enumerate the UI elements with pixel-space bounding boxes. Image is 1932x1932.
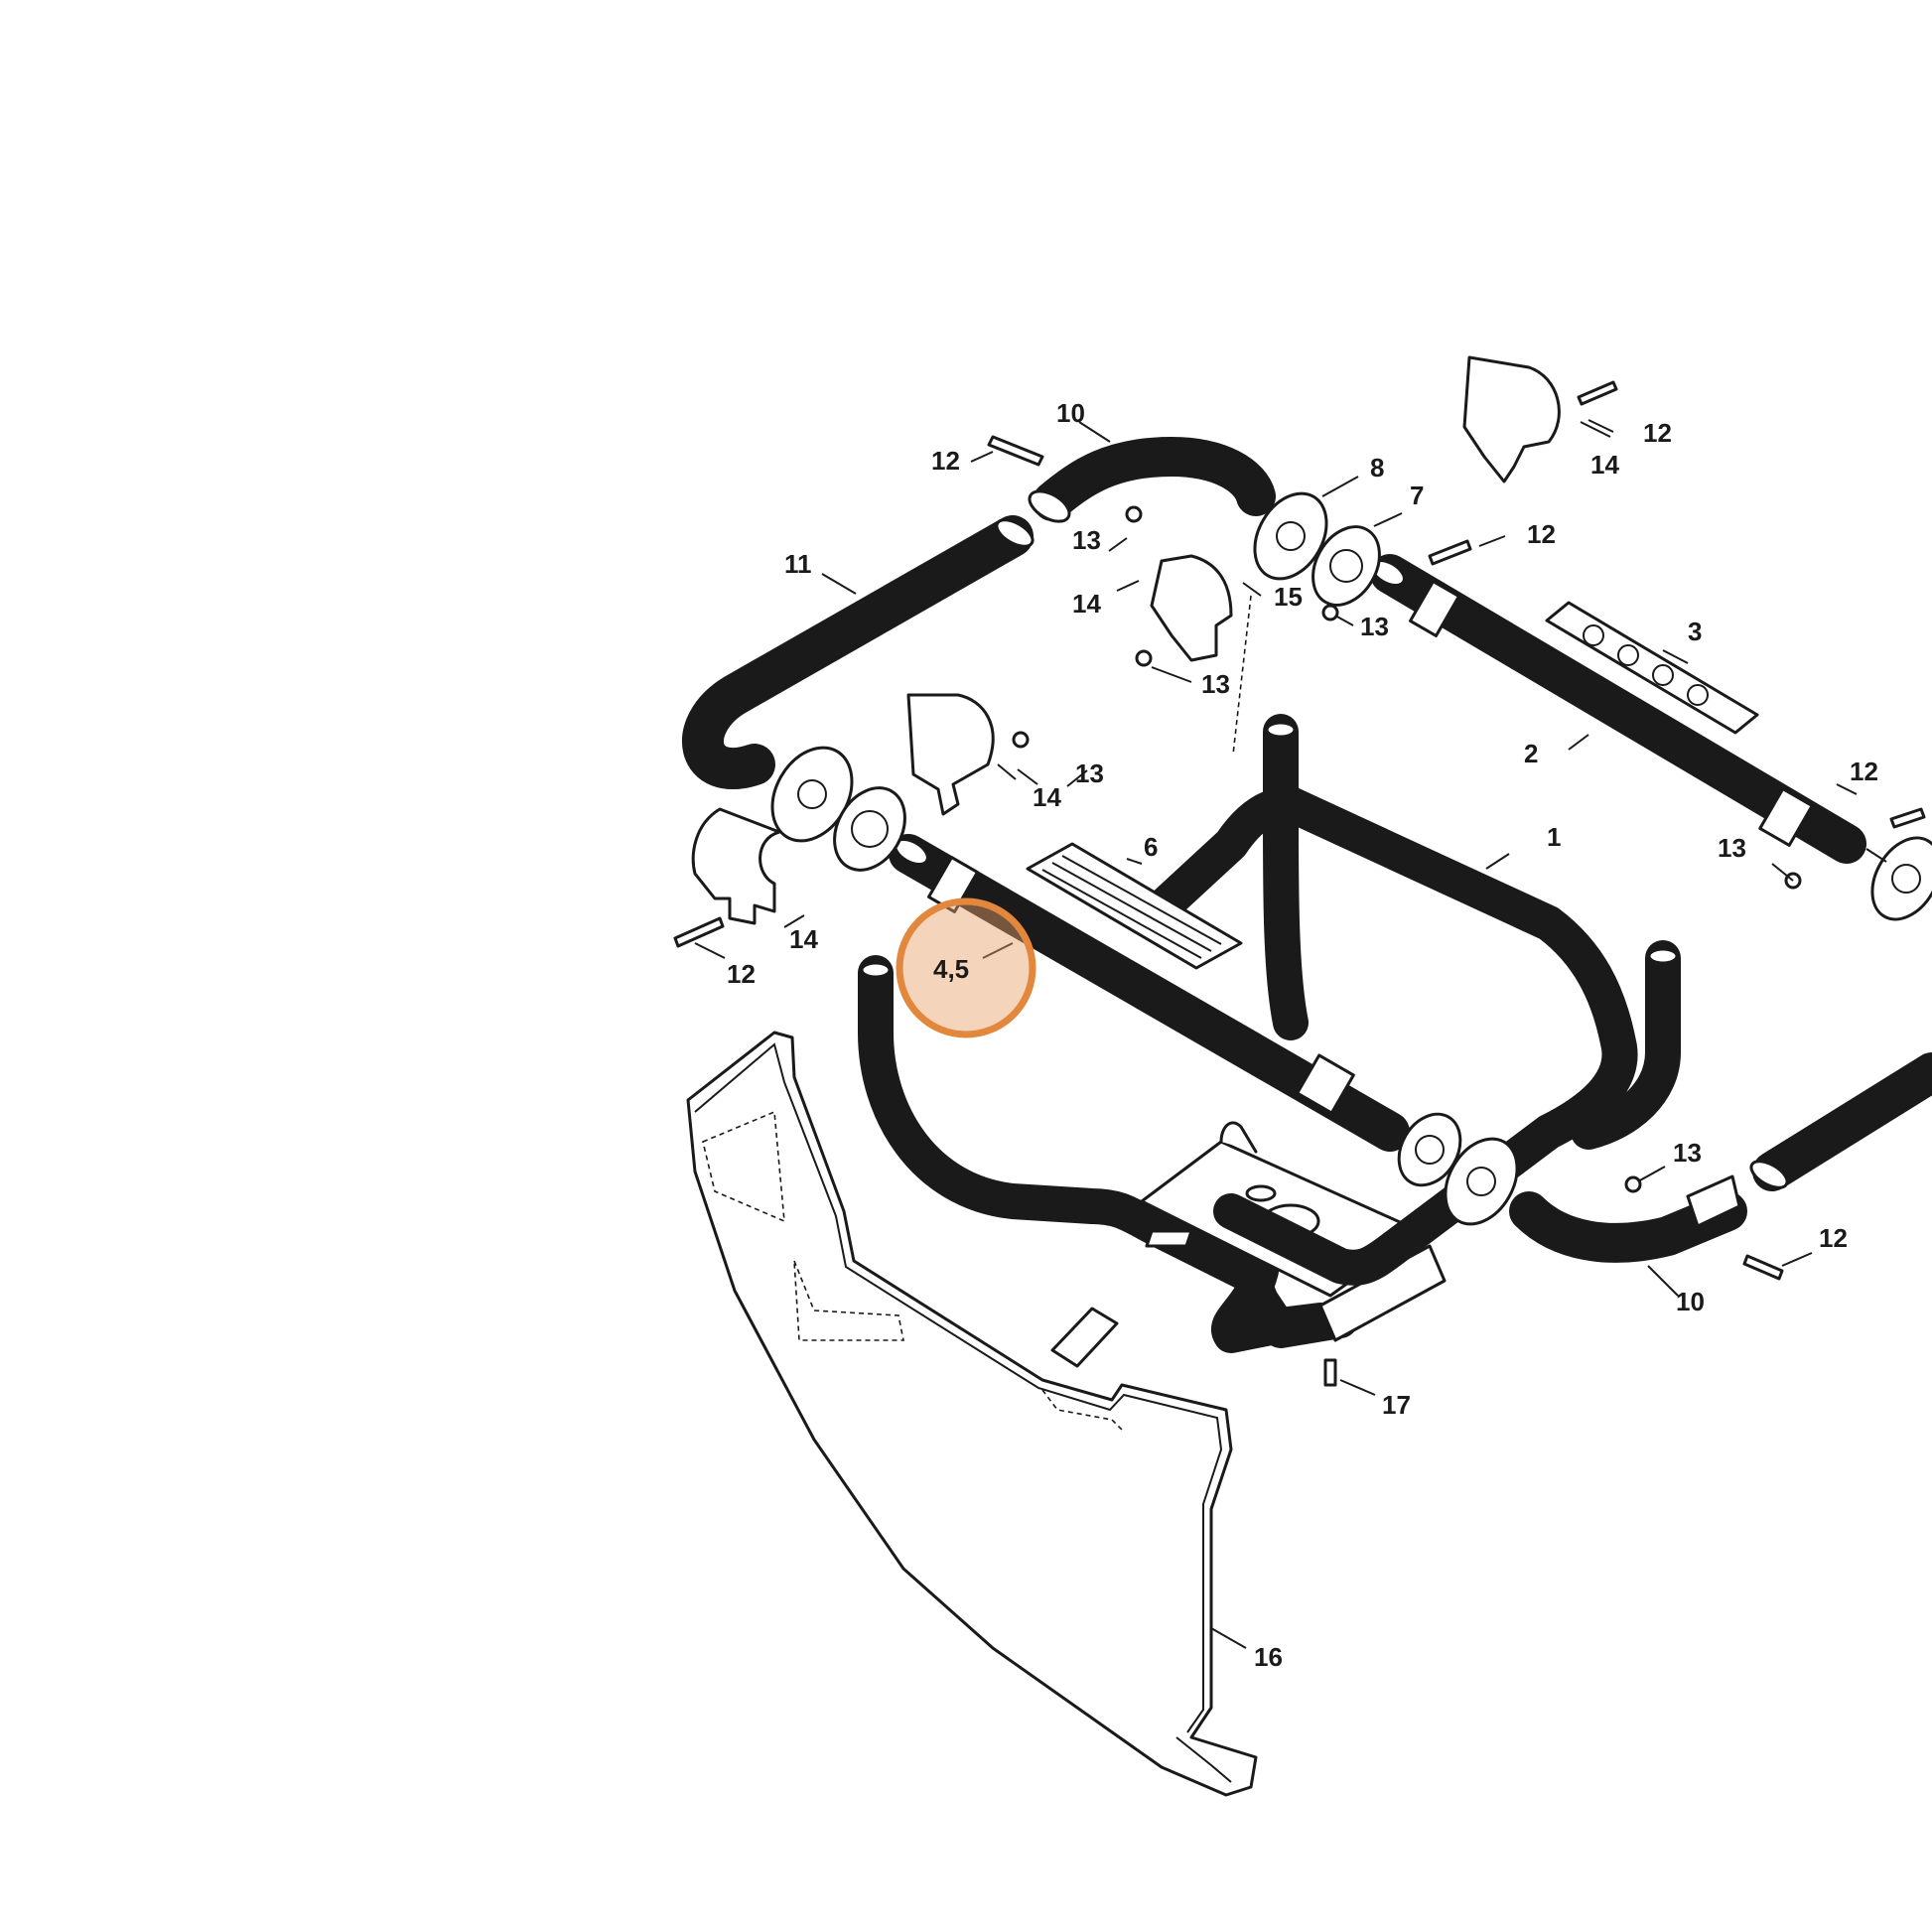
callout-labels: 10 12 8 7 12 14 12 13 11 14 15 13 3 13 2… xyxy=(727,398,1878,1672)
callout-14-upper-mid: 14 xyxy=(1072,589,1101,619)
callout-12-mid-right: 12 xyxy=(1527,519,1556,549)
callout-3: 3 xyxy=(1688,617,1702,646)
callout-10-bottom: 10 xyxy=(1676,1287,1705,1316)
callout-13-left: 13 xyxy=(1075,759,1104,788)
warning-label-3 xyxy=(1545,601,1759,735)
callout-14-top-right: 14 xyxy=(1590,450,1619,480)
callout-11: 11 xyxy=(784,549,812,579)
callout-2: 2 xyxy=(1524,739,1538,768)
callout-7: 7 xyxy=(1410,481,1424,510)
rear-shaft xyxy=(1370,554,1866,864)
upper-bend-tube xyxy=(1028,437,1276,523)
callout-16: 16 xyxy=(1254,1642,1283,1672)
highlight-circle xyxy=(896,897,1036,1038)
left-handle-tube xyxy=(682,515,1035,789)
callout-12-left: 12 xyxy=(727,959,756,989)
assembly-guide-line xyxy=(1232,595,1252,756)
right-handle-tube xyxy=(1749,1052,1932,1191)
callout-12-right: 12 xyxy=(1850,757,1878,786)
callout-12-top-right: 12 xyxy=(1643,418,1672,448)
leader-lines xyxy=(694,419,1887,1649)
callout-1: 1 xyxy=(1547,822,1561,852)
main-frame xyxy=(1149,714,1681,1286)
callout-13-lower-right: 13 xyxy=(1673,1138,1702,1168)
callout-14-left: 14 xyxy=(789,924,818,954)
collection-bag xyxy=(686,1031,1258,1797)
callout-15: 15 xyxy=(1274,582,1303,612)
bearing-discs xyxy=(770,491,1932,1226)
callout-14-left-mid: 14 xyxy=(1033,782,1061,812)
callout-4-5: 4,5 xyxy=(933,954,969,984)
callout-12-top-left: 12 xyxy=(931,446,960,476)
label-plate-6 xyxy=(1026,842,1243,970)
callout-10-top: 10 xyxy=(1056,398,1085,428)
callout-13-upper-right: 13 xyxy=(1360,612,1389,641)
callout-12-lower-right: 12 xyxy=(1819,1223,1848,1253)
callout-17: 17 xyxy=(1382,1390,1411,1420)
callout-13-mid: 13 xyxy=(1201,669,1230,699)
lower-bend-tube xyxy=(1509,1174,1747,1263)
callout-6: 6 xyxy=(1144,832,1158,862)
callout-13-right: 13 xyxy=(1718,833,1746,863)
clamps xyxy=(691,355,1561,925)
callout-8: 8 xyxy=(1370,453,1384,483)
callout-13-upper: 13 xyxy=(1072,525,1101,555)
front-shaft xyxy=(889,834,1410,1152)
